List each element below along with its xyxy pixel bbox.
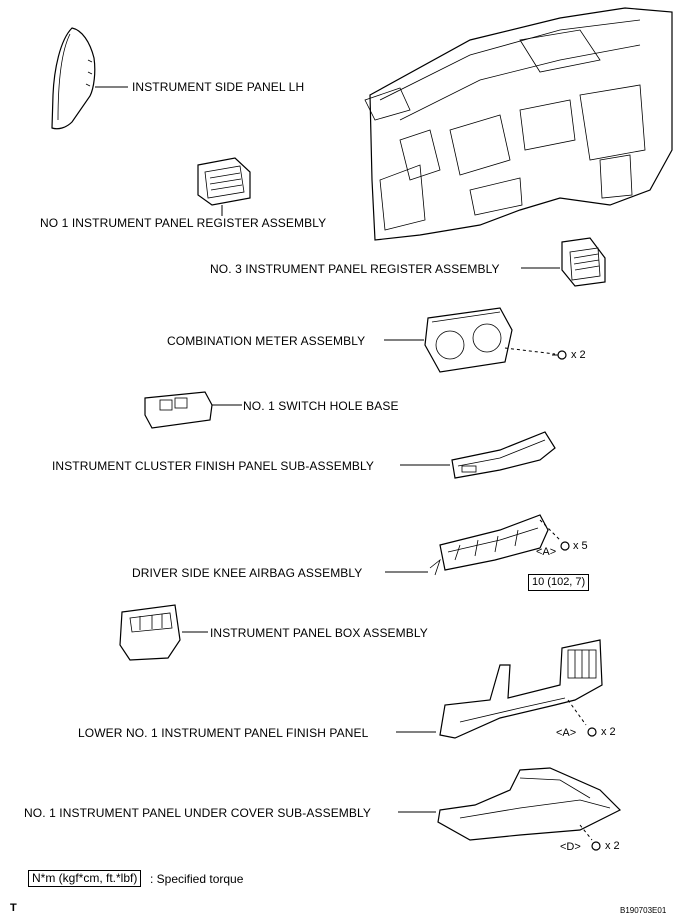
knee-airbag-drawing bbox=[429, 514, 549, 576]
label-under-cover: NO. 1 INSTRUMENT PANEL UNDER COVER SUB-A… bbox=[24, 806, 371, 820]
corner-mark: T bbox=[10, 902, 17, 914]
under-cover-drawing bbox=[437, 767, 622, 841]
torque-legend-box: N*m (kgf*cm, ft.*lbf) bbox=[28, 870, 142, 887]
bolt-icon bbox=[591, 841, 601, 851]
meter-bolt-qty: x 2 bbox=[571, 349, 586, 361]
instrument-panel-frame-drawing bbox=[364, 7, 673, 241]
combination-meter-drawing bbox=[424, 307, 513, 373]
lower-bolt-qty: x 2 bbox=[601, 726, 616, 738]
cover-bolt-qty: x 2 bbox=[605, 840, 620, 852]
label-lower-finish-panel: LOWER NO. 1 INSTRUMENT PANEL FINISH PANE… bbox=[78, 726, 369, 740]
instrument-side-panel-lh-drawing bbox=[51, 27, 96, 130]
torque-legend-description: : Specified torque bbox=[150, 872, 244, 886]
label-switch-hole-base: NO. 1 SWITCH HOLE BASE bbox=[243, 399, 399, 413]
bolt-icon bbox=[587, 727, 597, 737]
instrument-panel-box-drawing bbox=[119, 604, 181, 661]
bolt-icon bbox=[560, 541, 570, 551]
no3-register-drawing bbox=[561, 237, 606, 287]
airbag-bolt-ref: <A> bbox=[536, 546, 557, 558]
figure-code: B190703E01 bbox=[620, 906, 667, 915]
label-cluster-finish-panel: INSTRUMENT CLUSTER FINISH PANEL SUB-ASSE… bbox=[52, 459, 375, 473]
lower-bolt-ref: <A> bbox=[556, 727, 577, 739]
no1-register-drawing bbox=[197, 157, 251, 206]
switch-hole-base-drawing bbox=[144, 391, 213, 429]
airbag-bolt-qty: x 5 bbox=[573, 540, 588, 552]
label-panel-box: INSTRUMENT PANEL BOX ASSEMBLY bbox=[210, 626, 428, 640]
lower-finish-panel-drawing bbox=[439, 639, 603, 739]
label-combination-meter: COMBINATION METER ASSEMBLY bbox=[167, 334, 366, 348]
label-no1-register: NO 1 INSTRUMENT PANEL REGISTER ASSEMBLY bbox=[40, 216, 327, 230]
label-knee-airbag: DRIVER SIDE KNEE AIRBAG ASSEMBLY bbox=[132, 566, 363, 580]
airbag-torque-box: 10 (102, 7) bbox=[528, 574, 590, 591]
label-no3-register: NO. 3 INSTRUMENT PANEL REGISTER ASSEMBLY bbox=[210, 262, 500, 276]
label-side-panel-lh: INSTRUMENT SIDE PANEL LH bbox=[132, 80, 305, 94]
cover-bolt-ref: <D> bbox=[560, 841, 581, 853]
bolt-icon bbox=[552, 350, 567, 360]
cluster-finish-panel-drawing bbox=[451, 431, 556, 479]
